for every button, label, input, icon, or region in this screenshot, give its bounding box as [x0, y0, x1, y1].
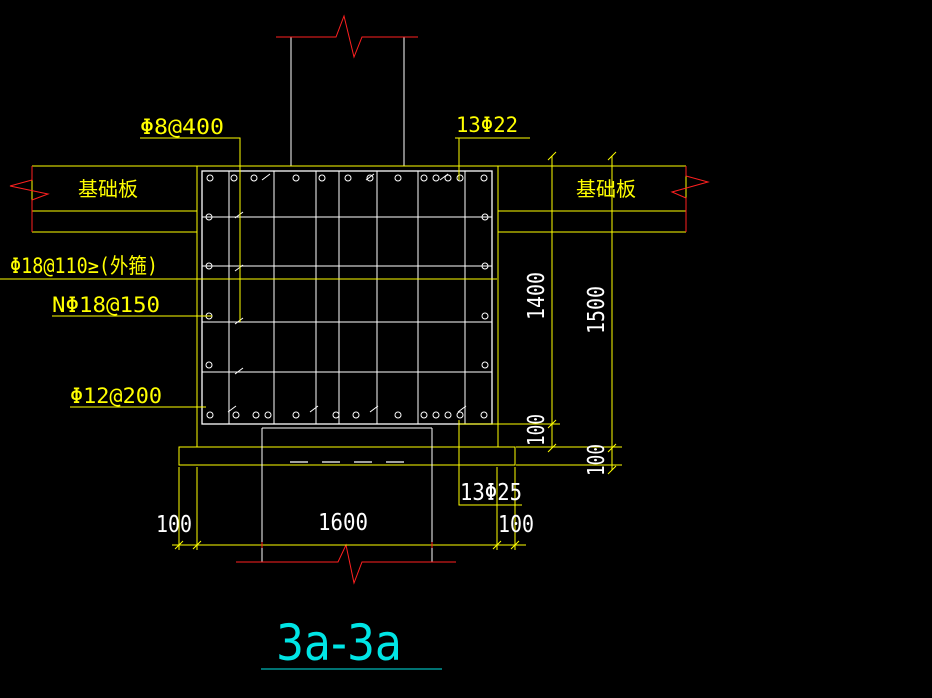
tie-hooks — [227, 173, 467, 413]
base-block — [178, 446, 516, 466]
break-line-right — [670, 166, 710, 232]
stirrup-outer — [201, 170, 493, 425]
dim-cover-top: 100 — [524, 414, 550, 446]
dim-total-height: 1500 — [584, 286, 610, 334]
label-side-bars: NΦ18@150 — [52, 293, 160, 317]
column-above — [290, 37, 405, 166]
beam-outline — [196, 165, 499, 448]
side-bars — [205, 213, 489, 369]
label-slab-right: 基础板 — [576, 177, 636, 201]
dim-right-offset: 100 — [498, 512, 534, 538]
leader-lines — [0, 137, 530, 506]
label-top-bars: 13Φ22 — [456, 113, 518, 137]
label-tie-bars: Φ12@200 — [70, 384, 162, 408]
label-outer-hoop: Φ18@110≥(外箍) — [10, 254, 158, 278]
dim-inner-height: 1400 — [524, 272, 550, 320]
label-stirrup-top: Φ8@400 — [140, 115, 224, 139]
section-title: 3a-3a — [276, 614, 402, 672]
dim-cover-bottom: 100 — [584, 444, 610, 476]
break-line-top — [276, 14, 418, 59]
label-slab-left: 基础板 — [78, 177, 138, 201]
top-bars — [206, 174, 488, 182]
label-bottom-bars: 13Φ25 — [460, 480, 522, 506]
dim-left-offset: 100 — [156, 512, 192, 538]
break-line-bottom — [236, 543, 456, 585]
pile-dim-ticks — [261, 542, 433, 548]
dimension-lines — [172, 151, 622, 550]
break-line-left — [9, 166, 50, 232]
rebar-grid — [202, 171, 492, 424]
bottom-bars — [206, 411, 488, 419]
dim-width: 1600 — [318, 510, 368, 536]
pile-outline — [261, 427, 433, 562]
